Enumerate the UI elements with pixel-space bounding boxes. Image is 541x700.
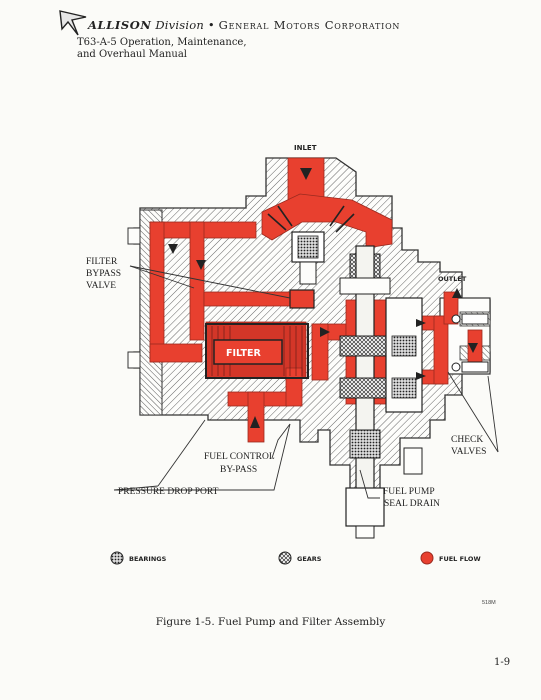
seal-drain-fitting <box>403 447 423 475</box>
label-pressure-drop: PRESSURE DROP PORT <box>118 487 219 497</box>
label-fuel-control-1: FUEL CONTROL <box>204 452 275 462</box>
gears-swatch-icon <box>278 551 292 565</box>
label-outlet: OUTLET <box>438 275 467 283</box>
manual-title-line1: T63-A-5 Operation, Maintenance, <box>77 37 247 48</box>
filter-bypass-valve <box>289 289 315 309</box>
impeller <box>267 205 355 285</box>
check-valve-assembly <box>451 313 489 373</box>
page-number: 1-9 <box>494 657 511 668</box>
label-fuel-control-2: BY-PASS <box>220 465 257 475</box>
brand-name: ALLISON <box>88 18 152 32</box>
allison-logo-icon <box>59 10 87 36</box>
label-filter-bypass-3: VALVE <box>86 281 116 291</box>
figure-code: 518M <box>482 600 496 606</box>
legend-bearings: BEARINGS <box>129 555 167 563</box>
label-check-valves-1: CHECK <box>451 435 483 445</box>
manual-title-line2: and Overhaul Manual <box>77 49 187 60</box>
header-company-line: ALLISON Division • General Motors Corpor… <box>88 18 400 32</box>
label-seal-drain-1: FUEL PUMP <box>383 487 435 497</box>
figure-caption: Figure 1-5. Fuel Pump and Filter Assembl… <box>155 616 386 628</box>
corporation-name: General Motors Corporation <box>218 18 401 32</box>
leader-lines <box>113 265 499 499</box>
legend: BEARINGS GEARS FUEL FLOW <box>110 551 481 565</box>
label-filter-bypass-2: BYPASS <box>86 269 121 279</box>
header-separator: • <box>207 18 215 32</box>
label-check-valves-2: VALVES <box>451 447 486 457</box>
flow-arrows <box>168 168 478 428</box>
legend-fuel-flow: FUEL FLOW <box>439 555 481 563</box>
division-word: Division <box>155 18 204 32</box>
label-seal-drain-2: SEAL DRAIN <box>384 499 440 509</box>
label-filter: FILTER <box>226 348 261 359</box>
label-inlet: INLET <box>294 144 317 152</box>
pump-shaft-assembly <box>339 245 423 539</box>
manual-title: T63-A-5 Operation, Maintenance, and Over… <box>77 37 247 61</box>
bearings-swatch-icon <box>110 551 124 565</box>
fuel-flow-swatch-icon <box>420 551 434 565</box>
label-filter-bypass-1: FILTER <box>86 257 118 267</box>
legend-gears: GEARS <box>297 555 322 563</box>
filter-element <box>205 323 309 379</box>
fuel-flow-passages <box>149 157 483 443</box>
